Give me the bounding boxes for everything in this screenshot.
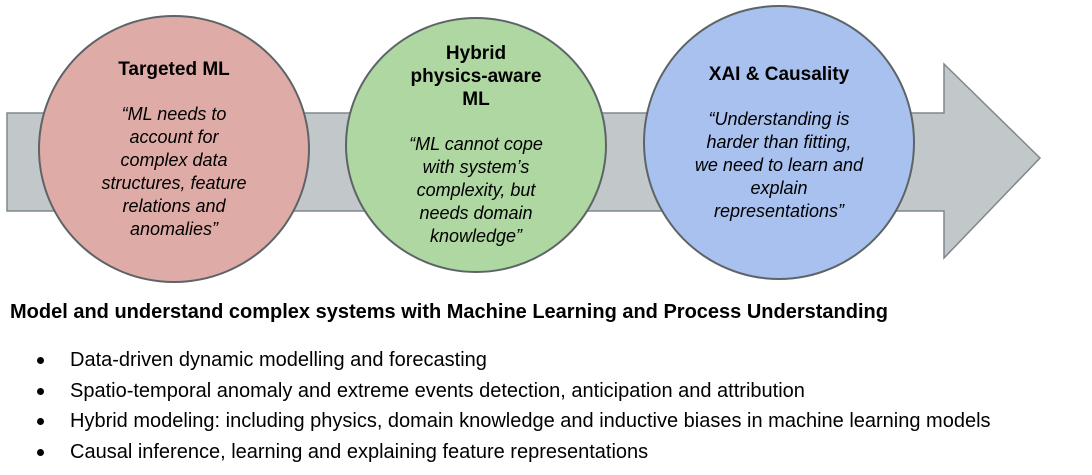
diagram: Targeted ML “ML needs to account for com…: [6, 5, 1042, 283]
circle-xai-causality: XAI & Causality “Understanding is harder…: [643, 5, 915, 280]
circle-xai-causality-quote: “Understanding is harder than fitting, w…: [694, 108, 864, 221]
bullet-dot-icon: [37, 448, 44, 456]
list-item: Hybrid modeling: including physics, doma…: [0, 406, 1092, 437]
circle-hybrid-physics-aware-ml: Hybrid physics-aware ML “ML cannot cope …: [345, 17, 607, 273]
circle-hybrid-physics-aware-ml-quote: “ML cannot cope with system’s complexity…: [409, 134, 543, 246]
circle-hybrid-physics-aware-ml-title: Hybrid physics-aware ML: [410, 43, 542, 110]
bullet-text: Causal inference, learning and explainin…: [70, 440, 649, 463]
circle-targeted-ml: Targeted ML “ML needs to account for com…: [38, 15, 310, 283]
bullet-dot-icon: [37, 357, 44, 364]
circle-targeted-ml-title: Targeted ML: [118, 58, 230, 80]
circle-xai-causality-title: XAI & Causality: [708, 63, 850, 85]
bullet-dot-icon: [37, 418, 44, 425]
bullet-text: Hybrid modeling: including physics, doma…: [70, 410, 991, 432]
circle-targeted-ml-quote: “ML needs to account for complex data st…: [101, 103, 247, 239]
bullet-text: Spatio-temporal anomaly and extreme even…: [70, 379, 805, 402]
bullet-text: Data-driven dynamic modelling and foreca…: [70, 349, 487, 371]
list-item: Causal inference, learning and explainin…: [0, 437, 1092, 468]
bullet-list: Data-driven dynamic modelling and foreca…: [0, 345, 1092, 467]
list-item: Spatio-temporal anomaly and extreme even…: [0, 376, 1092, 407]
list-item: Data-driven dynamic modelling and foreca…: [0, 345, 1092, 376]
slide-heading: Model and understand complex systems wit…: [10, 301, 888, 323]
bullet-dot-icon: [37, 387, 44, 395]
